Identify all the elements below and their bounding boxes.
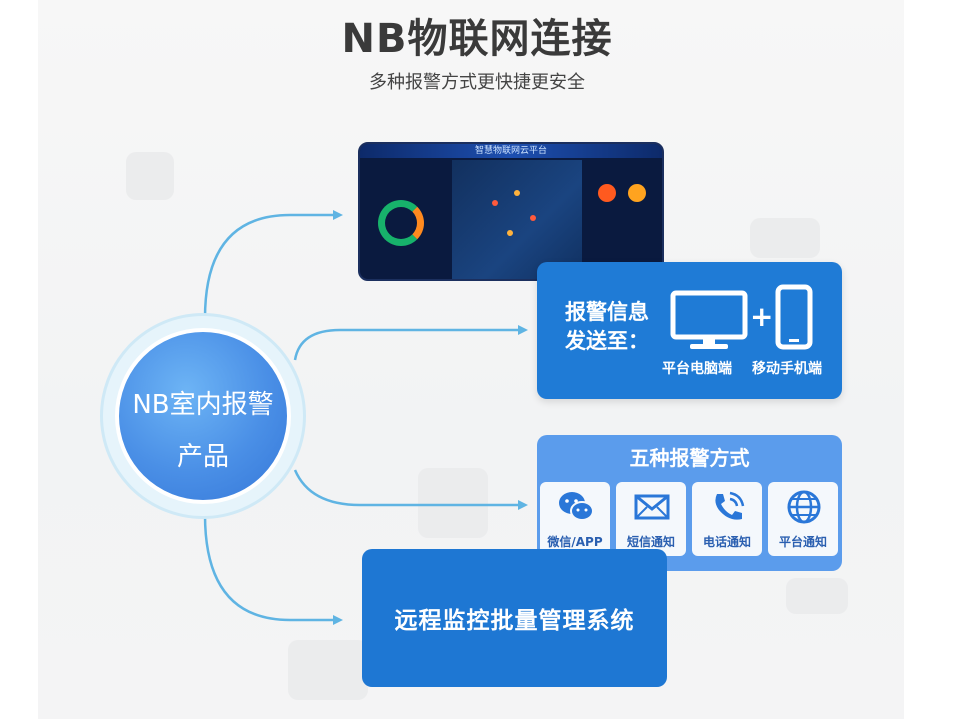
method-label: 微信/APP: [547, 535, 603, 549]
method-label: 电话通知: [702, 535, 751, 549]
bg-ghost-shape: [750, 218, 820, 258]
warning-icon: [628, 184, 646, 202]
map-marker: [507, 230, 513, 236]
send-title-line2: 发送至：: [565, 329, 649, 353]
method-sms: 短信通知: [616, 482, 686, 556]
bg-ghost-shape: [786, 578, 848, 614]
map-marker: [514, 190, 520, 196]
monitor-icon: [670, 290, 748, 349]
arrow-head: [333, 615, 343, 625]
product-hub: NB室内报警 产品: [115, 328, 291, 504]
page-title: NB物联网连接: [341, 16, 613, 62]
page-subtitle: 多种报警方式更快捷更安全: [369, 72, 585, 93]
alarm-icon: [598, 184, 616, 202]
connector-to-send: [293, 328, 518, 361]
mobile-phone-icon: [775, 284, 813, 350]
method-wechat: 微信/APP: [540, 482, 610, 556]
mobile-label: 移动手机端: [752, 361, 822, 377]
arrow-head: [333, 210, 343, 220]
bg-ghost-shape: [418, 468, 488, 538]
bg-ghost-shape: [288, 640, 368, 700]
donut-chart-graphic: [378, 200, 424, 246]
hub-label-line2: 产品: [176, 442, 229, 472]
method-label: 平台通知: [778, 535, 827, 549]
wechat-icon: [559, 492, 594, 521]
alarm-methods-title: 五种报警方式: [629, 446, 750, 470]
phone-icon: [715, 491, 745, 520]
plus-sign: +: [750, 300, 774, 333]
alarm-methods-card: 五种报警方式 微信/APP 短信通知 电话通知: [537, 435, 842, 571]
connector-to-remote: [203, 514, 333, 622]
send-target-card: 报警信息 发送至： + 平台电脑端 移动手机端: [537, 262, 842, 399]
hub-label-line1: NB室内报警: [132, 390, 274, 420]
method-label: 短信通知: [626, 535, 675, 549]
envelope-icon: [634, 494, 670, 520]
map-graphic: [452, 160, 582, 279]
remote-management-title: 远程监控批量管理系统: [394, 608, 635, 634]
method-phone: 电话通知: [692, 482, 762, 556]
arrow-head: [518, 325, 528, 335]
bg-ghost-shape: [126, 152, 174, 200]
globe-icon: [787, 490, 821, 524]
screen-right-panel: [586, 162, 662, 278]
platform-screenshot: 智慧物联网云平台: [358, 142, 664, 281]
connector-to-alarm: [293, 469, 518, 507]
remote-management-card: 远程监控批量管理系统: [362, 549, 667, 687]
method-platform: 平台通知: [768, 482, 838, 556]
pc-label: 平台电脑端: [662, 361, 732, 377]
map-marker: [530, 215, 536, 221]
map-marker: [492, 200, 498, 206]
connector-to-screen: [203, 213, 333, 319]
screen-header: 智慧物联网云平台: [360, 144, 662, 158]
send-title-line1: 报警信息: [565, 300, 649, 324]
arrow-head: [518, 500, 528, 510]
